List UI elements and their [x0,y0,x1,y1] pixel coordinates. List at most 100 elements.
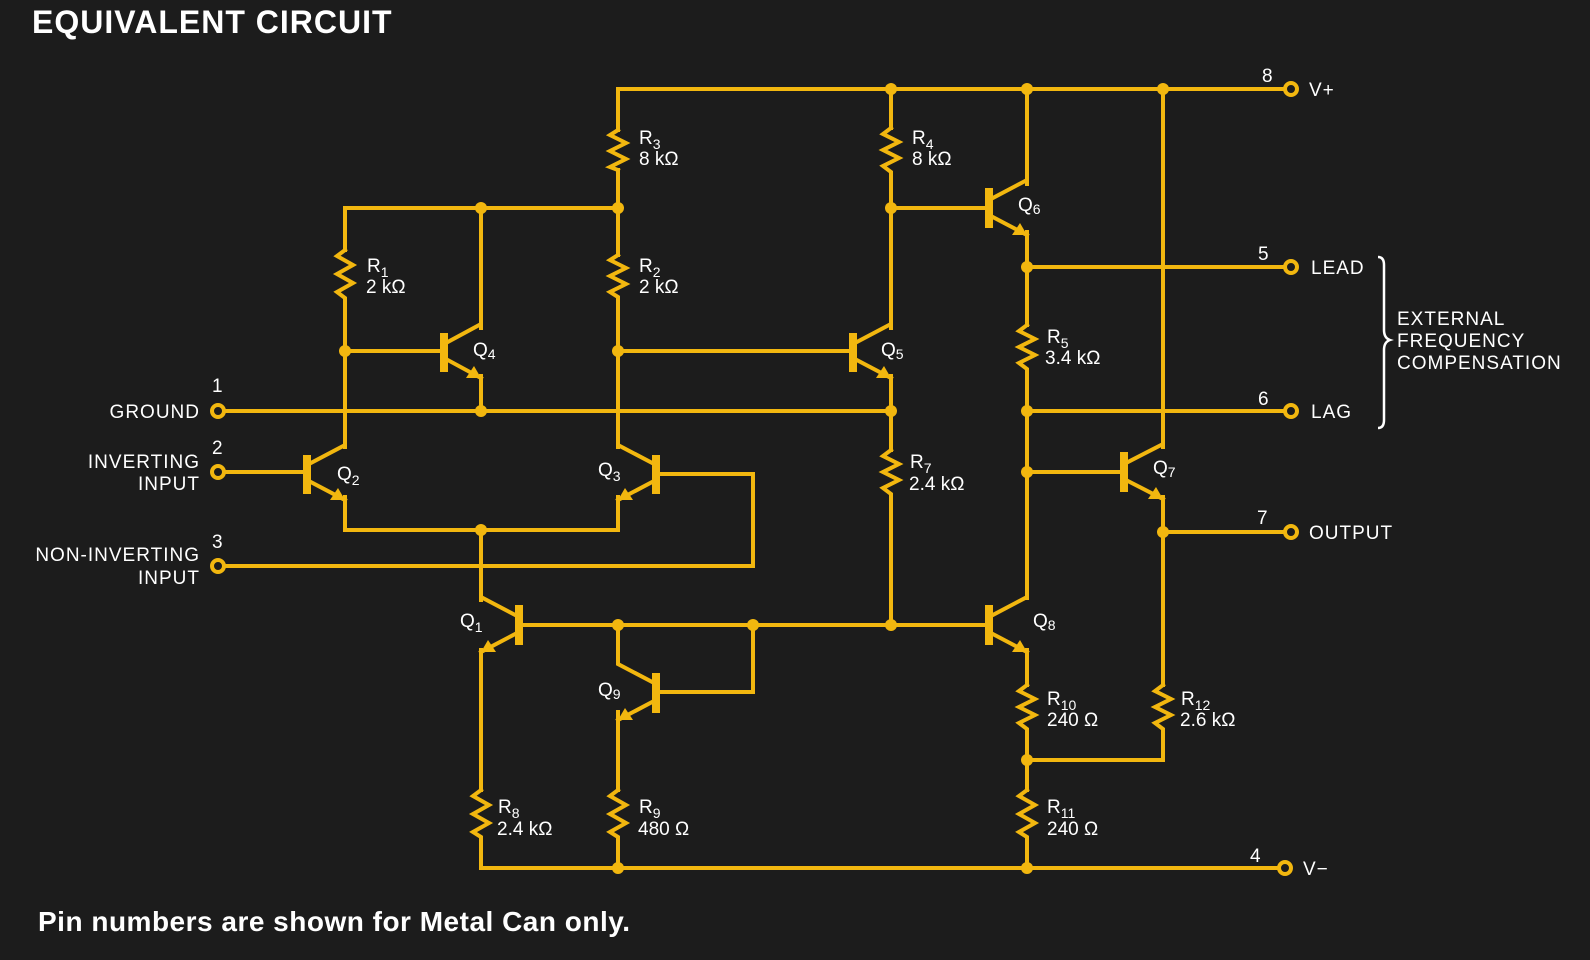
resistor-value-r4: 8 kΩ [912,149,952,170]
resistor-r10 [1014,682,1040,737]
pin-8-terminal [1283,81,1299,97]
pin-label-lead: LEAD [1311,258,1365,279]
pin-number: 1 [212,376,223,397]
junction-dot [885,202,897,214]
resistor-symbols [332,125,1176,847]
transistor-label-q3: Q3 [598,460,621,484]
pin-number: 3 [212,532,223,553]
non-inverting-wire [224,472,755,568]
resistor-label-r10: R10 [1047,689,1077,713]
junction-dot [475,524,487,536]
pin-number: 6 [1258,389,1269,410]
pin-labels: GROUND INVERTING INPUT NON-INVERTING INP… [35,80,1393,880]
transistor-q2 [298,438,348,503]
transistor-q9 [615,658,664,723]
transistor-symbols [298,174,1166,723]
resistor-label-r3: R3 [639,128,661,152]
resistor-label-r5: R5 [1047,327,1069,351]
svg-text:FREQUENCY: FREQUENCY [1397,331,1525,352]
pin-1-terminal [210,403,226,419]
footnote: Pin numbers are shown for Metal Can only… [38,906,631,937]
pin-label-non-inverting: NON-INVERTING [35,545,200,566]
pin-label-v-minus: V− [1303,859,1329,880]
pin-7-terminal [1283,524,1299,540]
junction-dot [885,619,897,631]
junction-dot [1157,526,1169,538]
transistor-label-q1: Q1 [460,611,483,635]
junction-dot [612,619,624,631]
pin-numbers: 1 2 3 4 5 6 7 8 [212,66,1273,867]
pin-4-terminal [1277,860,1293,876]
resistor-label-r12: R12 [1181,689,1211,713]
junction-dot [1021,466,1033,478]
junction-dot [1021,862,1033,874]
junction-dot [475,202,487,214]
resistor-label-r11: R11 [1047,797,1075,821]
resistor-r7 [878,447,904,502]
junction-dot [1021,83,1033,95]
pin-label-lag: LAG [1311,402,1352,423]
transistor-q8 [979,590,1030,655]
pin-label-v-plus: V+ [1309,80,1335,101]
junction-dot [612,202,624,214]
pin-5-terminal [1283,259,1299,275]
junction-dot [612,862,624,874]
transistor-q3 [615,438,664,503]
pin-number: 2 [212,438,223,459]
transistor-label-q7: Q7 [1153,458,1176,480]
pin-number: 7 [1257,508,1268,529]
junction-dots [339,83,1169,874]
svg-text:EXTERNAL: EXTERNAL [1397,309,1505,330]
resistor-value-r2: 2 kΩ [639,277,679,298]
transistor-label-q6: Q6 [1018,195,1041,217]
transistor-labels: Q1 Q2 Q3 Q4 Q5 Q6 Q7 Q8 Q9 [337,195,1176,702]
resistor-value-r9: 480 Ω [638,819,689,840]
transistor-q5 [841,316,894,381]
compensation-brace [1377,255,1394,430]
resistor-r2 [605,252,631,302]
resistor-label-r4: R4 [912,128,934,152]
transistor-q6 [979,174,1030,238]
junction-dot [885,405,897,417]
resistor-value-r11: 240 Ω [1047,819,1098,840]
wire [1025,733,1165,762]
wires [224,87,1285,870]
svg-text:COMPENSATION: COMPENSATION [1397,353,1562,374]
resistor-label-r7: R7 [910,452,932,476]
transistor-q4 [435,316,484,381]
pin-6-terminal [1283,403,1299,419]
resistor-labels: R1 2 kΩ R2 2 kΩ R3 8 kΩ R4 8 kΩ R5 3.4 k… [366,128,1235,840]
pin-number: 5 [1258,244,1269,265]
pin-3-terminal [210,558,226,574]
junction-dot [1157,83,1169,95]
transistor-label-q4: Q4 [473,340,496,362]
resistor-label-r9: R9 [639,797,661,821]
wire [658,623,755,694]
pin-label-output: OUTPUT [1309,523,1393,544]
resistor-value-r7: 2.4 kΩ [909,474,964,495]
pin-2-terminal [210,464,226,480]
transistor-q1 [478,590,527,655]
resistor-value-r12: 2.6 kΩ [1180,710,1235,731]
transistor-q7 [1113,438,1166,502]
pin-label-ground: GROUND [110,402,200,423]
junction-dot [1021,261,1033,273]
resistor-r4 [878,125,904,180]
v-minus-rail [479,843,1279,870]
resistor-value-r3: 8 kΩ [639,149,679,170]
resistor-label-r1: R1 [367,256,389,280]
pin-number: 4 [1250,846,1261,867]
resistor-r1 [332,247,358,307]
transistor-label-q9: Q9 [598,680,621,702]
compensation-note: EXTERNAL FREQUENCY COMPENSATION [1397,309,1562,374]
resistor-value-r5: 3.4 kΩ [1045,348,1100,369]
resistor-r8 [468,787,494,847]
resistor-r3 [605,127,631,173]
resistor-r5 [1014,322,1040,377]
junction-dot [1021,405,1033,417]
junction-dot [339,345,351,357]
pin-label-inverting: INPUT [138,474,200,495]
junction-dot [1021,754,1033,766]
transistor-label-q8: Q8 [1033,611,1056,633]
pin-terminals [210,81,1299,876]
